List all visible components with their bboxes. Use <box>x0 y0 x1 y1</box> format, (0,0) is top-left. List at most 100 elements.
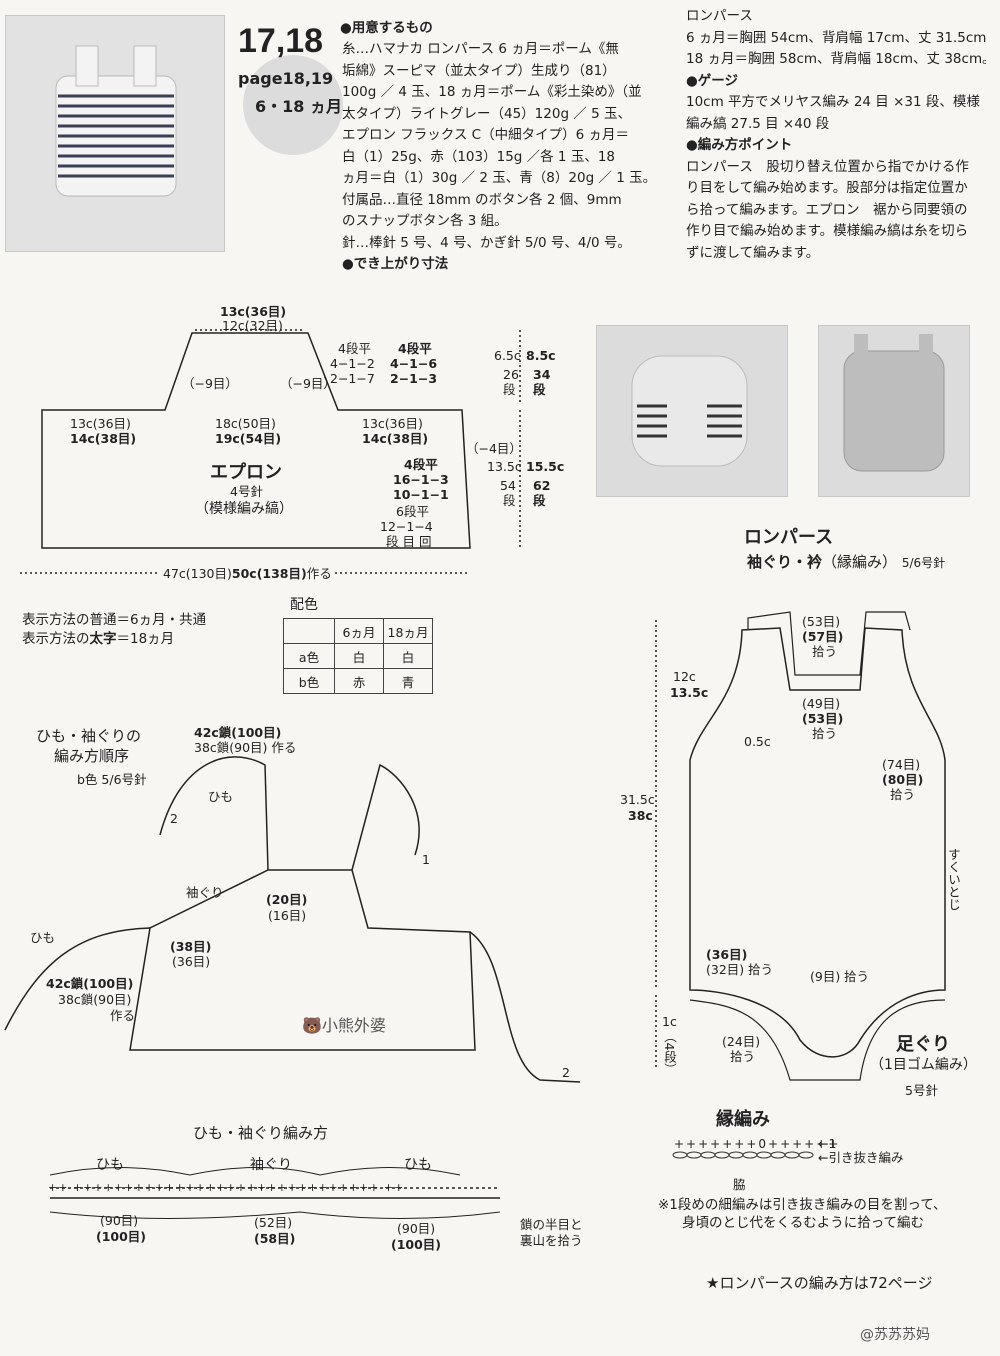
ties-n16: (16目) <box>268 908 307 923</box>
ties-title-2: 編み方順序 <box>54 747 130 765</box>
apron-mid-right-b: 14c(38目) <box>362 431 429 446</box>
table-cell: 6ヵ月 <box>334 618 384 644</box>
materials-line: ヵ月＝白（1）30g ／ 2 玉、青（8）20g ／ 1 玉。 <box>342 170 657 186</box>
romper-n53b: (53目) <box>802 711 844 726</box>
edging-title: 縁編み <box>716 1109 770 1130</box>
apron-dec-left: （−9目） <box>182 376 238 391</box>
info-line: ずに渡して編みます。 <box>686 244 820 261</box>
ties-left-a: 42c鎖(100目) <box>46 976 134 991</box>
romper-n32: (32目) <box>706 962 745 977</box>
edging-note-2: 身頃のとじ代をくるむように拾って編む <box>682 1215 925 1231</box>
apron-title: エプロン <box>210 462 282 483</box>
ties-left-himo: ひも <box>30 930 56 945</box>
legend-line-1: 表示方法の普通＝6ヵ月・共通 <box>22 612 207 628</box>
table-cell: 白 <box>334 643 384 669</box>
apron-dec-a-head: 4段平 <box>338 341 371 356</box>
ties-top-a: 42c鎖(100目) <box>194 725 282 740</box>
apron-mid-center-a: 18c(50目) <box>215 416 276 431</box>
ties-himo: ひも <box>208 789 234 804</box>
method-c90-right: (90目) <box>397 1221 436 1236</box>
tie-right <box>469 931 581 1083</box>
romper-h31b: 38c <box>628 808 653 823</box>
romper-sub-b: （縁編み） <box>822 553 898 571</box>
color-table: 6ヵ月 18ヵ月 a色 白 白 b色 赤 青 <box>283 618 433 694</box>
romper-n80: (80目) <box>882 772 924 787</box>
romper-photo-striped <box>5 15 225 252</box>
apron-dec-b-head: 4段平 <box>398 341 432 356</box>
leg-needle: 5号針 <box>905 1083 938 1098</box>
romper-needle: 5/6号針 <box>901 556 946 570</box>
ties-n20: (20目) <box>266 892 308 907</box>
info-line: ●編み方ポイント <box>686 137 793 153</box>
romper-n53: (53目) <box>802 614 841 629</box>
method-c90-left: (90目) <box>100 1213 139 1228</box>
table-cell: 青 <box>383 668 433 694</box>
apron-h2-a: 13.5c <box>487 459 522 474</box>
apron-h1-unit-b: 段 <box>533 382 546 397</box>
apron-top-6m: 12c(32目) <box>222 318 283 333</box>
apron-dec-a-1: 4−1−2 <box>330 356 375 371</box>
legend-line-2: 表示方法の太字＝18ヵ月 <box>22 632 174 646</box>
ties-one: 1 <box>422 852 430 867</box>
romper-edge: 0.5c <box>744 734 771 749</box>
leg-sub: （1目ゴム編み） <box>870 1057 977 1073</box>
apron-bottom: 47c(130目)50c(138目)作る <box>160 567 335 581</box>
apron-h1-a: 6.5c <box>494 348 521 363</box>
tie-left <box>4 927 151 1031</box>
leg-title: 足ぐり <box>896 1034 950 1055</box>
apron-h1-unit-a: 段 <box>503 382 516 397</box>
ties-two-b: 2 <box>562 1065 570 1080</box>
legend-line-2-c: ＝18ヵ月 <box>116 631 175 647</box>
info-line: ロンパース 股切り替え位置から指でかける作 <box>686 158 969 175</box>
grey-romper-photo <box>818 325 970 497</box>
apron-mid-center-b: 19c(54目) <box>215 431 282 446</box>
apron-h2-unit-b: 段 <box>533 493 546 508</box>
romper-h12b: 13.5c <box>670 685 709 700</box>
watermark-label: 小熊外婆 <box>321 1016 386 1035</box>
apron-h2-b: 15.5c <box>526 459 565 474</box>
method-c100-left: (100目) <box>96 1229 147 1244</box>
materials-line: 針…棒針 5 号、4 号、かぎ針 5/0 号、4/0 号。 <box>342 234 631 251</box>
romper-pick5: 拾う <box>844 969 870 984</box>
method-c100-right: (100目) <box>391 1237 442 1252</box>
romper-h31a: 31.5c <box>620 792 655 807</box>
right-info: ロンパース 6 ヵ月＝胸囲 54cm、背肩幅 17cm、丈 31.5cm。 18… <box>686 6 986 264</box>
color-table-title: 配色 <box>290 597 318 613</box>
apron-side-2: 10−1−1 <box>393 487 449 502</box>
materials-line: 100g ／ 4 玉、18 ヵ月＝ポーム《彩土染め》（並 <box>342 84 642 100</box>
pattern-number: 17,18 <box>238 22 324 60</box>
apron-dec-right: （−9目） <box>280 376 336 391</box>
romper-n57: (57目) <box>802 629 844 644</box>
header-badge <box>243 55 343 155</box>
ties-two-a: 2 <box>170 811 178 826</box>
apron-h2-rows-a: 54 <box>500 478 516 493</box>
ties-title-1: ひも・袖ぐりの <box>36 727 142 745</box>
romper-sub-a: 袖ぐり・衿 <box>747 553 823 571</box>
table-row: b色 赤 青 <box>283 668 433 694</box>
table-cell: b色 <box>283 668 335 694</box>
ties-n36: (36目) <box>172 954 211 969</box>
legend-line-2-a: 表示方法の <box>22 631 90 647</box>
apron-h1-rows-b: 34 <box>533 367 551 382</box>
size-label: 6・18 ヵ月 <box>255 97 342 116</box>
romper-n74: (74目) <box>882 757 921 772</box>
info-line: り目をして編み始めます。股部分は指定位置か <box>686 180 968 196</box>
romper-armhole-edge <box>747 611 911 676</box>
romper-side: すくいとじ <box>946 848 961 911</box>
ties-left-b: 38c鎖(90目) <box>58 992 132 1007</box>
edging-note-1: ※1段めの細編みは引き抜き編みの目を割って、 <box>658 1197 947 1213</box>
info-line: ●ゲージ <box>686 72 739 89</box>
striped-romper-illustration <box>55 45 177 197</box>
materials-list: 糸…ハマナカ ロンパース 6 ヵ月＝ポーム《無 垢綿》スーピマ（並太タイプ）生成… <box>342 39 656 276</box>
romper-h12a: 12c <box>673 669 696 684</box>
apron-mid-left-b: 14c(38目) <box>70 431 137 446</box>
apron-dec-a-2: 2−1−7 <box>330 371 375 386</box>
apron-h1-rows-a: 26 <box>503 367 519 382</box>
romper-pick6: 拾う <box>730 1049 756 1064</box>
romper-n49: (49目) <box>802 696 841 711</box>
method-himo-right: ひも <box>404 1157 432 1173</box>
edging-r1-text: 引き抜き編み <box>828 1150 904 1165</box>
ties-color-label: b色 <box>77 772 98 787</box>
materials-line: 太タイプ）ライトグレー（45）120g ／ 5 玉、 <box>342 105 631 122</box>
method-himo-left: ひも <box>96 1157 124 1173</box>
